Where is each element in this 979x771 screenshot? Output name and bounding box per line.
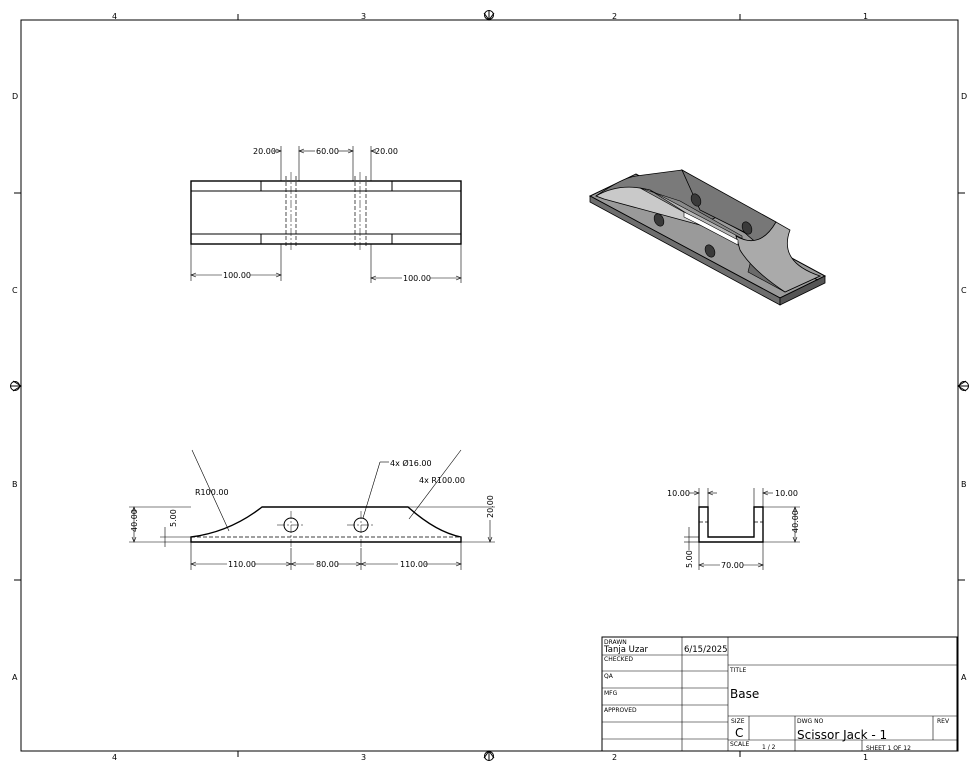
zone-row-right-a: A — [961, 673, 967, 682]
tb-dwg-no: Scissor Jack - 1 — [797, 728, 887, 742]
zone-col-bottom-1: 1 — [863, 753, 868, 762]
side-view: 10.00 10.00 40.00 5.00 70.00 — [667, 488, 800, 570]
front-dim-40: 40.00 — [130, 509, 139, 532]
tb-drawn-label: DRAWN — [604, 639, 627, 646]
zone-col-top-1: 1 — [863, 12, 868, 21]
zone-ticks — [10, 10, 969, 761]
zone-col-top-4: 4 — [112, 12, 117, 21]
zone-row-right-b: B — [961, 480, 967, 489]
zone-labels: 4 3 2 1 4 3 2 1 D C B A D C B A — [12, 12, 967, 762]
zone-col-top-2: 2 — [612, 12, 617, 21]
top-view: 20.00 60.00 20.00 100.00 100.00 — [190, 146, 462, 283]
zone-row-right-d: D — [961, 92, 967, 101]
tb-size: C — [735, 726, 743, 740]
zone-col-top-3: 3 — [361, 12, 366, 21]
side-dim-70: 70.00 — [721, 561, 744, 570]
zone-col-bottom-3: 3 — [361, 753, 366, 762]
zone-row-left-b: B — [12, 480, 18, 489]
zone-row-right-c: C — [961, 286, 967, 295]
tb-qa-label: QA — [604, 673, 614, 680]
tb-size-label: SIZE — [731, 718, 745, 725]
isometric-view — [588, 169, 827, 306]
zone-row-left-a: A — [12, 673, 18, 682]
tb-dwg-no-label: DWG NO — [797, 718, 824, 725]
front-dim-110-right: 110.00 — [400, 560, 428, 569]
top-dim-100-left: 100.00 — [223, 271, 251, 280]
zone-col-bottom-4: 4 — [112, 753, 117, 762]
tb-drawn-date: 6/15/2025 — [684, 645, 728, 655]
front-dim-4x-r100: 4x R100.00 — [419, 476, 465, 485]
zone-row-left-c: C — [12, 286, 18, 295]
top-dim-20-right: 20.00 — [375, 147, 398, 156]
front-dim-110-left: 110.00 — [228, 560, 256, 569]
tb-approved-label: APPROVED — [604, 707, 637, 714]
side-dim-10-left: 10.00 — [667, 489, 690, 498]
side-dim-40: 40.00 — [791, 510, 800, 533]
front-dim-5: 5.00 — [169, 509, 178, 527]
top-dim-20-left: 20.00 — [253, 147, 276, 156]
zone-row-left-d: D — [12, 92, 18, 101]
title-block: DRAWN Tanja Uzar 6/15/2025 CHECKED QA MF… — [601, 636, 958, 752]
top-dim-60: 60.00 — [316, 147, 339, 156]
front-dim-20: 20.00 — [486, 495, 495, 518]
tb-rev-label: REV — [937, 718, 950, 725]
front-dim-hole-dia: 4x Ø16.00 — [390, 458, 432, 468]
zone-col-bottom-2: 2 — [612, 753, 617, 762]
side-dim-10-right: 10.00 — [775, 489, 798, 498]
tb-checked-label: CHECKED — [604, 656, 633, 663]
tb-sheet: SHEET 1 OF 12 — [866, 745, 911, 752]
front-view: R100.00 4x Ø16.00 4x R100.00 40.00 5.00 … — [129, 449, 495, 570]
tb-title: Base — [730, 687, 759, 701]
front-dim-r100: R100.00 — [195, 488, 229, 497]
tb-scale-label: SCALE — [730, 741, 749, 748]
tb-mfg-label: MFG — [604, 690, 618, 697]
top-dim-100-right: 100.00 — [403, 274, 431, 283]
tb-title-label: TITLE — [729, 667, 746, 674]
side-dim-5: 5.00 — [685, 550, 694, 568]
tb-drawn-name: Tanja Uzar — [603, 645, 649, 655]
front-dim-80: 80.00 — [316, 560, 339, 569]
tb-scale: 1 / 2 — [762, 744, 776, 751]
